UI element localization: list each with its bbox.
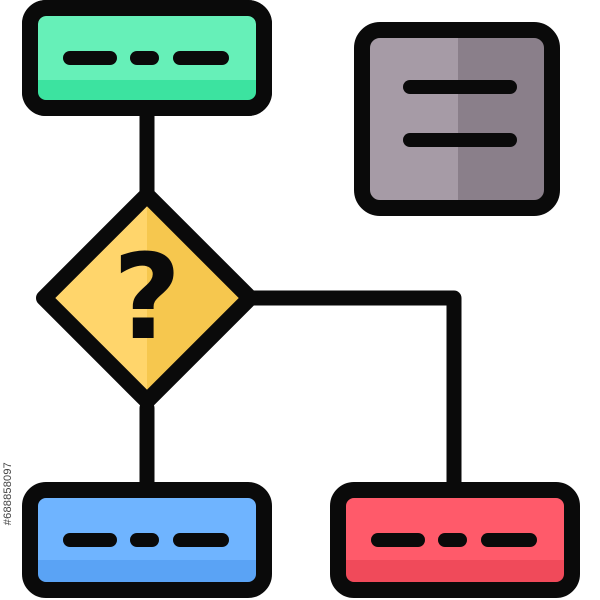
no-branch-box <box>330 482 580 598</box>
yes-branch-box <box>22 482 272 598</box>
note-box <box>354 22 560 216</box>
connector-decision-to-no <box>244 290 462 498</box>
decision-diamond: ? <box>36 187 258 409</box>
start-box <box>22 0 272 116</box>
stock-id-label: #688858097 <box>2 462 14 526</box>
note-text-lines <box>403 80 517 147</box>
connector-lines <box>139 104 462 498</box>
question-mark-icon: ? <box>113 228 181 366</box>
